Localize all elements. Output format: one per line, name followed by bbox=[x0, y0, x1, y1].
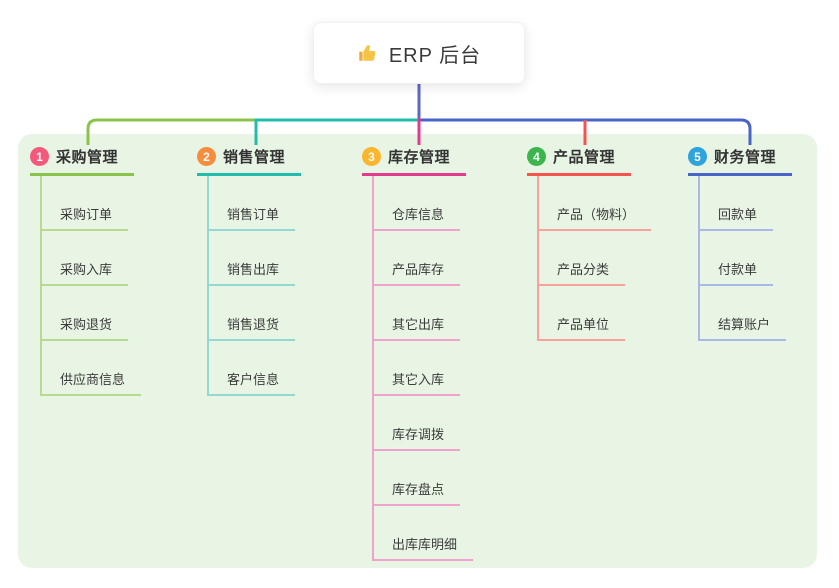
branch-finance: 5 财务管理 回款单付款单结算账户 bbox=[688, 146, 792, 341]
child-item[interactable]: 供应商信息 bbox=[42, 341, 142, 396]
child-item[interactable]: 产品单位 bbox=[539, 286, 626, 341]
child-item[interactable]: 客户信息 bbox=[209, 341, 296, 396]
root-label: ERP 后台 bbox=[388, 44, 482, 67]
child-item[interactable]: 库存盘点 bbox=[374, 451, 461, 506]
child-item[interactable]: 采购订单 bbox=[42, 176, 129, 231]
branch-title[interactable]: 5 财务管理 bbox=[688, 146, 792, 176]
child-item[interactable]: 其它入库 bbox=[374, 341, 461, 396]
child-item[interactable]: 库存调拨 bbox=[374, 396, 461, 451]
branch-children: 采购订单采购入库采购退货供应商信息 bbox=[40, 176, 142, 396]
child-item[interactable]: 回款单 bbox=[700, 176, 774, 231]
branch-title[interactable]: 1 采购管理 bbox=[30, 146, 134, 176]
branch-number-badge: 4 bbox=[527, 147, 546, 166]
child-item[interactable]: 其它出库 bbox=[374, 286, 461, 341]
root-node[interactable]: ERP 后台 bbox=[313, 22, 525, 84]
child-item[interactable]: 采购退货 bbox=[42, 286, 129, 341]
branch-label: 财务管理 bbox=[714, 149, 777, 166]
branch-sales: 2 销售管理 销售订单销售出库销售退货客户信息 bbox=[197, 146, 301, 396]
branch-number-badge: 1 bbox=[30, 147, 49, 166]
branch-children: 仓库信息产品库存其它出库其它入库库存调拨库存盘点出库库明细 bbox=[372, 176, 474, 561]
branch-children: 产品（物料）产品分类产品单位 bbox=[537, 176, 652, 341]
branch-label: 产品管理 bbox=[553, 149, 616, 166]
child-item[interactable]: 采购入库 bbox=[42, 231, 129, 286]
child-item[interactable]: 销售订单 bbox=[209, 176, 296, 231]
branch-title[interactable]: 2 销售管理 bbox=[197, 146, 301, 176]
branch-number-badge: 5 bbox=[688, 147, 707, 166]
branch-children: 销售订单销售出库销售退货客户信息 bbox=[207, 176, 301, 396]
branch-number-badge: 2 bbox=[197, 147, 216, 166]
child-item[interactable]: 仓库信息 bbox=[374, 176, 461, 231]
child-item[interactable]: 付款单 bbox=[700, 231, 774, 286]
child-item[interactable]: 结算账户 bbox=[700, 286, 787, 341]
child-item[interactable]: 销售出库 bbox=[209, 231, 296, 286]
branch-inventory: 3 库存管理 仓库信息产品库存其它出库其它入库库存调拨库存盘点出库库明细 bbox=[362, 146, 474, 561]
child-item[interactable]: 产品（物料） bbox=[539, 176, 652, 231]
child-item[interactable]: 销售退货 bbox=[209, 286, 296, 341]
thumbs-up-icon bbox=[357, 42, 379, 64]
branch-title[interactable]: 4 产品管理 bbox=[527, 146, 631, 176]
branch-label: 库存管理 bbox=[388, 149, 451, 166]
branches-panel bbox=[18, 134, 817, 568]
branch-children: 回款单付款单结算账户 bbox=[698, 176, 792, 341]
branch-label: 销售管理 bbox=[223, 149, 286, 166]
branch-title[interactable]: 3 库存管理 bbox=[362, 146, 466, 176]
child-item[interactable]: 出库库明细 bbox=[374, 506, 474, 561]
child-item[interactable]: 产品分类 bbox=[539, 231, 626, 286]
child-item[interactable]: 产品库存 bbox=[374, 231, 461, 286]
branch-label: 采购管理 bbox=[56, 149, 119, 166]
branch-number-badge: 3 bbox=[362, 147, 381, 166]
branch-product: 4 产品管理 产品（物料）产品分类产品单位 bbox=[527, 146, 652, 341]
branch-purchase: 1 采购管理 采购订单采购入库采购退货供应商信息 bbox=[30, 146, 142, 396]
